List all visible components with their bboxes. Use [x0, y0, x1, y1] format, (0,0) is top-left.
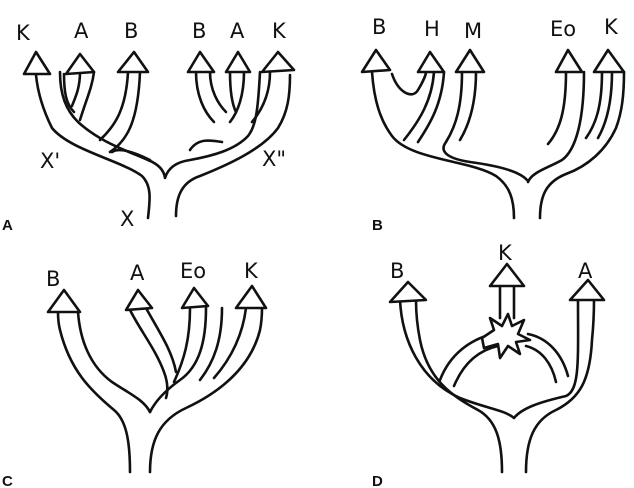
- panel-c-tip-3: Eo: [180, 259, 206, 283]
- panel-d-tip-3: A: [578, 259, 593, 283]
- panel-a-node-root: X: [120, 207, 134, 231]
- panel-c-letter: C: [2, 473, 13, 488]
- panel-a-node-left: X': [40, 149, 60, 173]
- panel-b-tip-1: B: [372, 15, 386, 39]
- panel-c: B A Eo K C: [2, 259, 266, 488]
- panel-d-letter: D: [372, 473, 383, 488]
- panel-a-tip-6: K: [272, 19, 287, 43]
- panel-b-tip-5: K: [604, 15, 619, 39]
- panel-a-tip-1: K: [16, 21, 31, 45]
- panel-d: B K A D: [372, 241, 604, 488]
- panel-a-tip-4: B: [192, 19, 206, 43]
- panel-a-tip-3: B: [124, 19, 138, 43]
- panel-b-tip-3: M: [464, 19, 482, 43]
- panel-a-tip-5: A: [230, 19, 245, 43]
- panel-b-letter: B: [372, 217, 383, 234]
- panel-a-letter: A: [2, 217, 13, 234]
- panel-b-tip-4: Eo: [550, 17, 576, 41]
- panel-a-node-right: X": [262, 147, 286, 171]
- panel-c-tip-4: K: [244, 259, 259, 283]
- panel-b-tip-2: H: [424, 17, 440, 41]
- panel-d-tip-1: B: [390, 259, 404, 283]
- panel-d-tip-2: K: [498, 241, 513, 265]
- panel-c-tip-2: A: [130, 261, 145, 285]
- panel-c-tip-1: B: [46, 267, 60, 291]
- panel-a-tip-2: A: [74, 19, 89, 43]
- panel-b: B H M Eo K B: [362, 15, 624, 234]
- panel-a: K A B B A K X' X" X A: [2, 19, 294, 234]
